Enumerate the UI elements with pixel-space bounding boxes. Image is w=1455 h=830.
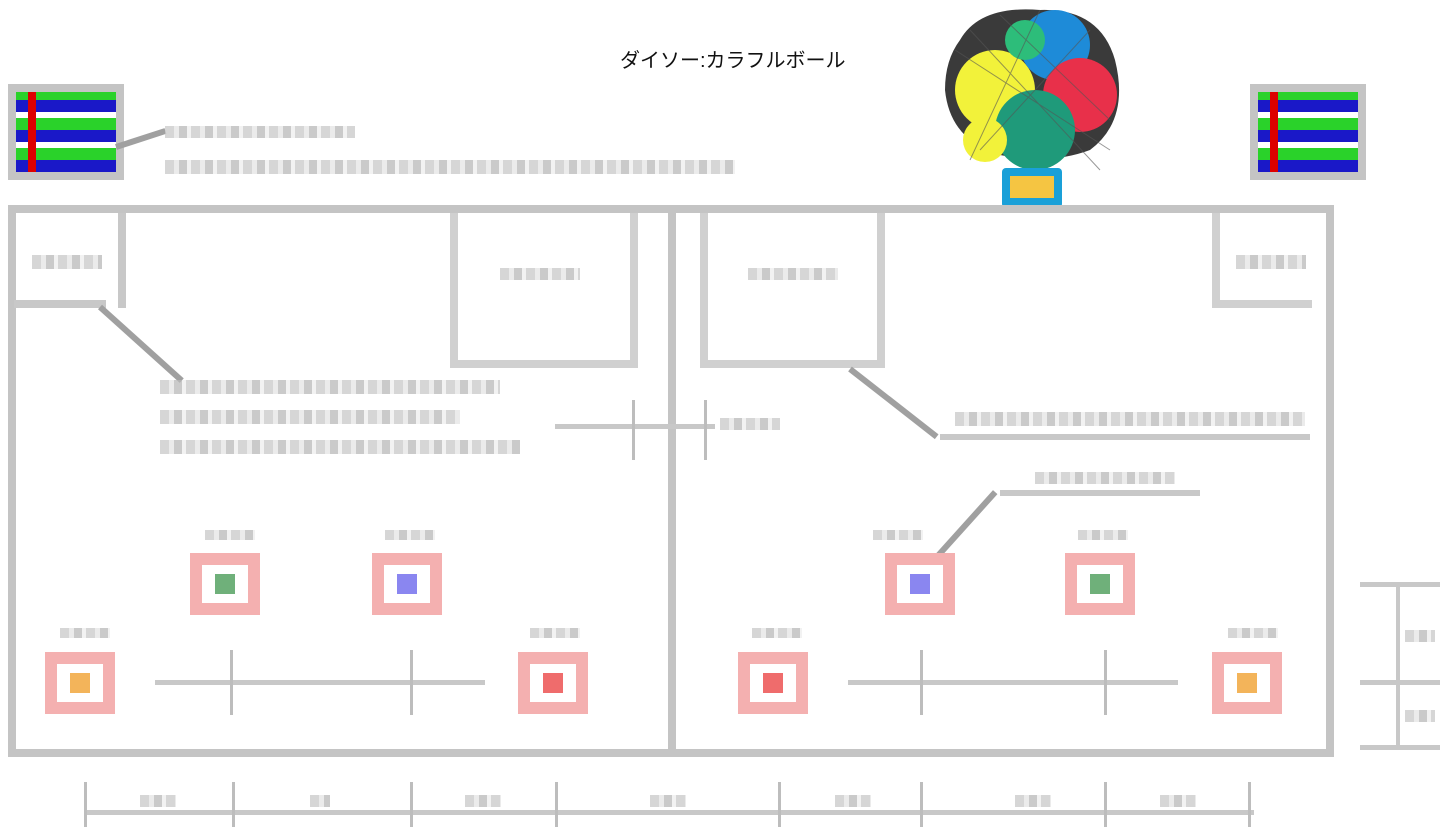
right-marker-tick [920, 650, 923, 715]
right-marker-tick [1104, 650, 1107, 715]
right-marker-line [848, 680, 1178, 685]
vmeasure-bottom [1360, 745, 1440, 750]
bottom-measure-label [650, 795, 686, 807]
right-corner-box [1212, 213, 1312, 308]
qr-code-right [1250, 84, 1366, 180]
left-area-line [118, 213, 126, 308]
marker-annotation-text [1035, 472, 1175, 484]
vmeasure-mid [1360, 680, 1440, 685]
vmeasure-top [1360, 582, 1440, 587]
bottom-tick [410, 782, 413, 827]
red-ball-icon [543, 673, 563, 693]
bottom-tick [1248, 782, 1251, 827]
marker-blue [885, 553, 955, 615]
marker-annotation-underline [1000, 490, 1200, 496]
right-annotation-text [955, 412, 1305, 426]
marker-label [1078, 530, 1128, 540]
bottom-tick [555, 782, 558, 827]
marker-label [530, 628, 580, 638]
vmeasure-line [1396, 584, 1400, 749]
left-corner-label [32, 255, 102, 269]
marker-red [518, 652, 588, 714]
center-measure-label [720, 418, 780, 430]
right-corner-label [1236, 255, 1306, 269]
red-ball-icon [763, 673, 783, 693]
marker-label [873, 530, 923, 540]
left-marker-tick [410, 650, 413, 715]
vmeasure-label-1 [1405, 630, 1435, 642]
bottom-measure-line [84, 810, 1254, 815]
marker-green [1065, 553, 1135, 615]
orange-ball-icon [1237, 673, 1257, 693]
marker-label [205, 530, 255, 540]
marker-label [60, 628, 110, 638]
left-start-box [450, 213, 638, 368]
left-annotation-text-3 [160, 440, 520, 454]
marker-orange [1212, 652, 1282, 714]
center-tick-right [704, 400, 707, 460]
qr-code-left [8, 84, 124, 180]
marker-orange [45, 652, 115, 714]
right-annotation-underline [940, 434, 1310, 440]
blue-ball-icon [910, 574, 930, 594]
green-ball-icon [215, 574, 235, 594]
marker-blue [372, 553, 442, 615]
court-right [668, 205, 1334, 757]
marker-red [738, 652, 808, 714]
orange-ball-icon [70, 673, 90, 693]
right-start-label [748, 268, 838, 280]
bottom-measure-label [1160, 795, 1196, 807]
left-marker-tick [230, 650, 233, 715]
marker-label [385, 530, 435, 540]
left-annotation-text-1 [160, 380, 500, 394]
blue-ball-icon [397, 574, 417, 594]
diagram-title: ダイソー:カラフルボール [620, 50, 846, 72]
marker-green [190, 553, 260, 615]
right-start-box [700, 213, 885, 368]
header-text-line-2 [165, 160, 735, 174]
marker-label [1228, 628, 1278, 638]
colorful-balls-net-bag [945, 9, 1120, 208]
marker-label [752, 628, 802, 638]
center-measure-line [555, 424, 715, 429]
green-ball-icon [1090, 574, 1110, 594]
bottom-tick [232, 782, 235, 827]
left-annotation-text-2 [160, 410, 460, 424]
bottom-measure-label [310, 795, 330, 807]
bottom-measure-label [1015, 795, 1051, 807]
bottom-tick [84, 782, 87, 827]
left-corner-line [14, 300, 106, 308]
bottom-tick [778, 782, 781, 827]
bottom-measure-label [140, 795, 176, 807]
bottom-measure-label [465, 795, 501, 807]
bottom-tick [920, 782, 923, 827]
bottom-measure-label [835, 795, 871, 807]
left-marker-line [155, 680, 485, 685]
vmeasure-label-2 [1405, 710, 1435, 722]
center-tick-left [632, 400, 635, 460]
bottom-tick [1104, 782, 1107, 827]
header-text-line-1 [165, 126, 355, 138]
left-start-label [500, 268, 580, 280]
